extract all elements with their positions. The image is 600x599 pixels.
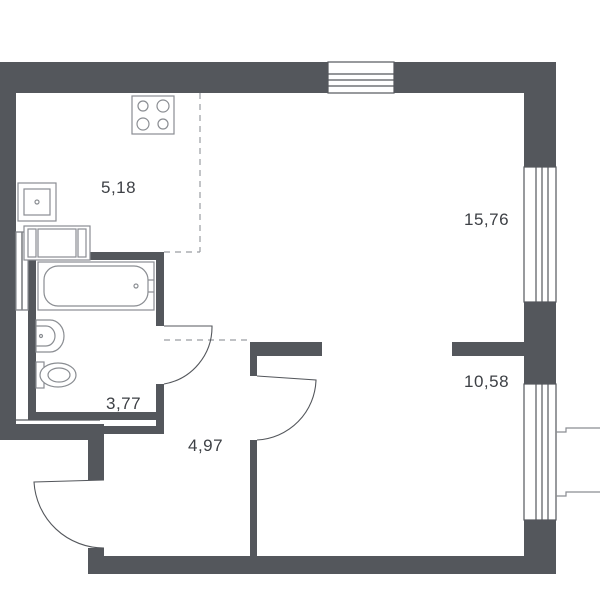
wall-bath-bottom <box>28 412 164 420</box>
area-label-kitchen: 5,18 <box>101 178 136 197</box>
wall-bedroom-left-low <box>250 440 257 560</box>
wall-bottom <box>88 556 556 574</box>
wall-bath-right-low <box>156 384 164 434</box>
wall-top-left <box>0 62 328 93</box>
wall-left <box>0 62 16 440</box>
area-label-hall: 4,97 <box>188 436 223 455</box>
wall-right-top <box>524 62 556 167</box>
windows <box>327 61 600 521</box>
wall-bedroom-top-left <box>250 342 322 356</box>
wall-bath-bottom-b <box>100 426 164 434</box>
bathtub-icon <box>37 261 155 311</box>
area-label-living: 15,76 <box>464 210 509 229</box>
partitions <box>15 231 100 421</box>
toilet-icon <box>35 361 77 389</box>
window-right-bedroom <box>523 383 557 521</box>
bathroom-door <box>163 325 213 385</box>
wall-left-bottom <box>0 424 104 440</box>
sink-icon <box>17 182 57 222</box>
doors <box>33 325 317 549</box>
washing-machine-icon <box>23 225 91 261</box>
zone-separators <box>164 93 250 341</box>
wall-bath-right <box>156 252 164 326</box>
interior-walls <box>28 252 556 560</box>
area-label-bedroom: 10,58 <box>464 372 509 391</box>
bathroom-fixtures <box>35 261 155 389</box>
window-right-living <box>523 166 557 303</box>
washbasin-icon <box>35 319 65 353</box>
balcony-door-outline <box>556 427 600 497</box>
wall-right-bottom <box>524 520 556 574</box>
wall-bedroom-left <box>250 342 257 376</box>
area-labels: 5,18 15,76 3,77 4,97 10,58 <box>101 178 509 455</box>
bedroom-door <box>256 375 317 441</box>
wall-bedroom-top-right <box>452 342 556 356</box>
vent-shaft <box>15 231 29 311</box>
wall-bath-left <box>28 252 36 420</box>
wall-bath-top <box>28 252 164 260</box>
wall-entry-stub <box>88 424 104 480</box>
kitchen-fixtures <box>17 95 175 261</box>
window-top <box>327 61 395 94</box>
entry-door <box>33 479 105 549</box>
area-label-bathroom: 3,77 <box>106 394 141 413</box>
stove-icon <box>131 95 175 135</box>
outer-walls <box>0 62 556 574</box>
